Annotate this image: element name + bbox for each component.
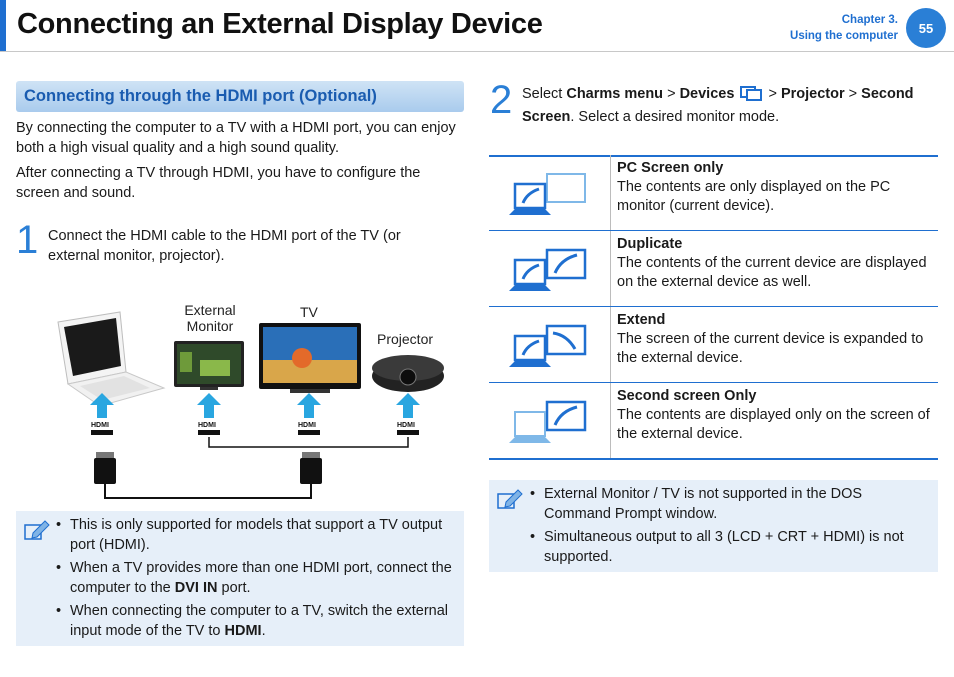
hdmi-cable [104,484,312,499]
duplicate-icon [509,248,587,291]
tv-illustration [259,323,361,393]
chapter-title: Using the computer [790,30,898,42]
tv-label: TV [300,304,318,320]
mode-icon-cell [489,155,611,231]
note-item: When connecting the computer to a TV, sw… [56,601,460,641]
mode-title: PC Screen only [617,160,724,176]
table-row: PC Screen only The contents are only dis… [489,155,938,231]
devices-icon [740,86,763,101]
hdmi-port-marks: HDMI HDMI HDMI HDMI [91,422,415,429]
note-item: This is only supported for models that s… [56,515,460,555]
page-number-badge: 55 [906,8,946,48]
hdmi-port-mark: HDMI [91,422,109,429]
config-paragraph: After connecting a TV through HDMI, you … [16,165,421,201]
header-divider [0,51,954,52]
mode-text-cell: Duplicate The contents of the current de… [610,230,938,307]
left-note-box: This is only supported for models that s… [16,511,464,646]
step-number-1: 1 [16,218,39,262]
mode-icon-cell [489,382,611,460]
step-2-text: Select Charms menu > Devices > Projector… [522,86,914,125]
right-note-list: External Monitor / TV is not supported i… [530,484,932,570]
hdmi-ports [91,430,419,435]
intro-paragraph: By connecting the computer to a TV with … [16,120,456,156]
hdmi-cable-plugs [94,452,322,484]
mode-text-cell: Extend The screen of the current device … [610,306,938,383]
note-pencil-icon [24,520,50,540]
section-heading: Connecting through the HDMI port (Option… [16,81,464,112]
note-item: Simultaneous output to all 3 (LCD + CRT … [530,527,932,567]
table-row: Second screen Only The contents are disp… [489,382,938,460]
external-monitor-illustration [174,341,244,390]
external-monitor-label: External Monitor [184,302,236,334]
mode-title: Extend [617,312,666,328]
pc-screen-only-icon [509,173,586,215]
hdmi-splitter-line [208,437,409,448]
laptop-illustration [57,311,166,407]
note-item: External Monitor / TV is not supported i… [530,484,932,524]
mode-title: Second screen Only [617,388,757,404]
extend-icon [509,324,587,367]
note-item: When a TV provides more than one HDMI po… [56,558,460,598]
projector-label: Projector [377,331,434,347]
note-pencil-icon [497,489,523,509]
page-title: Connecting an External Display Device [17,8,543,40]
table-row: Extend The screen of the current device … [489,306,938,383]
mode-description: The contents of the current device are d… [617,255,927,290]
chapter-label: Chapter 3. Using the computer [790,12,898,44]
mode-description: The screen of the current device is expa… [617,331,924,366]
chapter-number: Chapter 3. [841,14,898,26]
hdmi-port-mark: HDMI [198,422,216,429]
table-row: Duplicate The contents of the current de… [489,230,938,307]
step-1-text: Connect the HDMI cable to the HDMI port … [48,228,401,264]
mode-icon-cell [489,306,611,383]
hdmi-connection-diagram: HDMI HDMI HDMI HDMI [57,311,444,499]
mode-description: The contents are only displayed on the P… [617,179,891,214]
mode-text-cell: PC Screen only The contents are only dis… [610,155,938,231]
second-screen-only-icon [509,400,587,443]
header-accent-bar [0,0,6,52]
projector-illustration [372,355,444,392]
step-number-2: 2 [490,78,513,122]
section-heading-text: Connecting through the HDMI port (Option… [24,87,377,105]
hdmi-port-mark: HDMI [298,422,316,429]
right-note-box: External Monitor / TV is not supported i… [489,480,938,572]
hdmi-port-mark: HDMI [397,422,415,429]
connection-arrows [90,393,420,418]
display-modes-table: PC Screen only The contents are only dis… [489,155,938,460]
mode-description: The contents are displayed only on the s… [617,407,930,442]
left-note-list: This is only supported for models that s… [56,515,460,644]
mode-text-cell: Second screen Only The contents are disp… [610,382,938,460]
mode-icon-cell [489,230,611,307]
mode-title: Duplicate [617,236,683,252]
